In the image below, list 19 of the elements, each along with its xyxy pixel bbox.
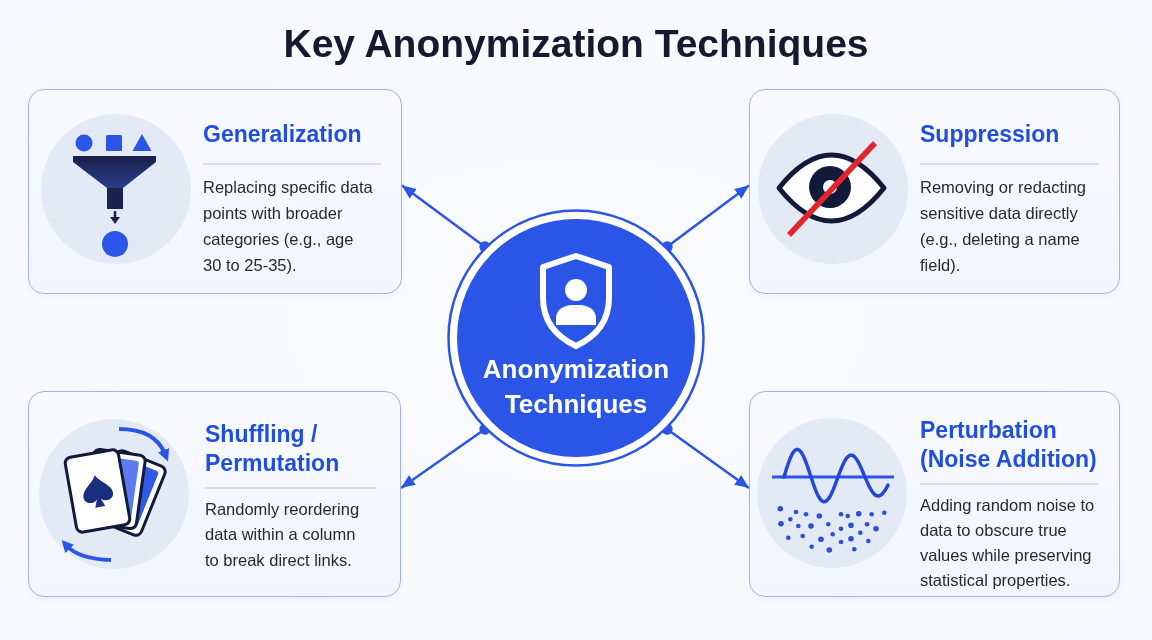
diagram-title: Key Anonymization Techniques bbox=[283, 21, 869, 67]
card-description: Replacing specific data points with broader categories (e.g., age 30 to 25-35). bbox=[203, 177, 374, 276]
technique-card bbox=[28, 391, 401, 597]
connector-arrow bbox=[400, 423, 491, 490]
technique-card bbox=[28, 89, 402, 294]
card-title: Suppression bbox=[920, 120, 1060, 149]
card-description: Randomly reordering data within a column to break direct links. bbox=[205, 498, 361, 571]
hub-circle bbox=[447, 209, 705, 467]
card-title: Perturbation (Noise Addition) bbox=[920, 416, 1098, 474]
card-description: Adding random noise to data to obscure true values while preserving statistical properties. bbox=[920, 494, 1096, 591]
connector-arrow bbox=[661, 184, 750, 253]
card-description: Removing or redacting sensitive data directly (e.g., deleting a name field). bbox=[920, 177, 1087, 276]
card-title: Generalization bbox=[203, 120, 362, 149]
card-title: Shuffling / Permutation bbox=[205, 420, 341, 478]
technique-card bbox=[749, 391, 1120, 597]
connector-arrow bbox=[661, 423, 750, 489]
hub-title: Anonymization Techniques bbox=[481, 353, 671, 421]
technique-card bbox=[749, 89, 1120, 294]
connector-arrow bbox=[401, 184, 491, 253]
